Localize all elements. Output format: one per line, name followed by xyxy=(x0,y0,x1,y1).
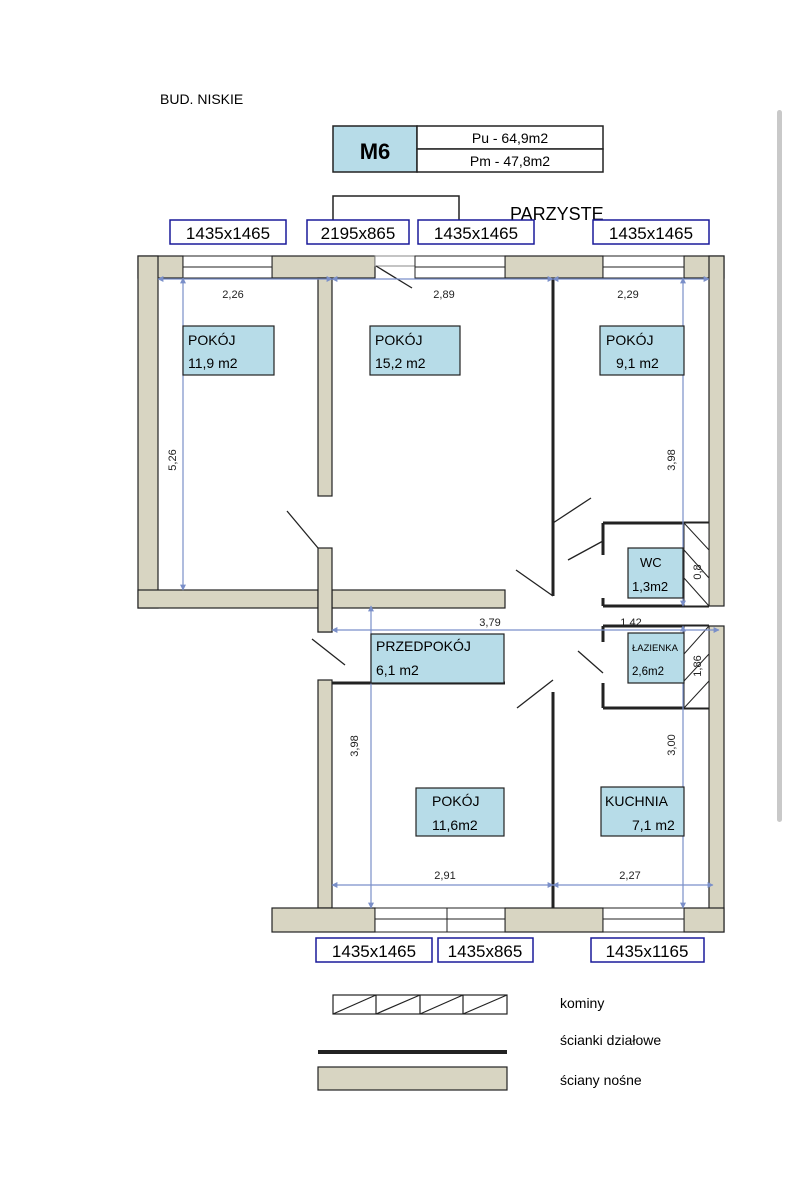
room-area: 11,9 m2 xyxy=(188,355,238,371)
dimension-label: 2,27 xyxy=(619,870,640,882)
room-area: 6,1 m2 xyxy=(376,662,419,678)
room-label: POKÓJ 11,6m2 xyxy=(415,787,505,837)
room-labels: POKÓJ 11,9 m2 POKÓJ 15,2 m2 POKÓJ 9,1 m2… xyxy=(182,325,685,837)
room-label: POKÓJ 15,2 m2 xyxy=(369,325,461,376)
room-name: POKÓJ xyxy=(432,793,479,809)
unit-id: M6 xyxy=(360,139,391,164)
window-size-label: 1435x1465 xyxy=(186,224,270,243)
unit-id-box xyxy=(332,125,418,173)
room-label: KUCHNIA 7,1 m2 xyxy=(600,786,685,837)
dimension-label: 3,00 xyxy=(666,734,678,755)
window-size-label: 1435x1465 xyxy=(434,224,518,243)
window-size-label: 2195x865 xyxy=(321,224,396,243)
room-area: 9,1 m2 xyxy=(616,355,659,371)
dimension-label: 1,42 xyxy=(620,617,641,629)
room-area: 11,6m2 xyxy=(432,817,478,833)
room-label: POKÓJ 9,1 m2 xyxy=(599,325,685,376)
dimension-label: 3,98 xyxy=(666,449,678,470)
dimension-labels: 2,26 2,89 2,29 5,26 3,98 0,8 3,79 1,42 1… xyxy=(167,289,704,882)
room-area: 1,3m2 xyxy=(632,579,668,594)
room-name: POKÓJ xyxy=(188,332,235,348)
room-name: POKÓJ xyxy=(375,332,422,348)
window-openings xyxy=(182,255,685,933)
legend-chimney-swatch xyxy=(332,994,508,1015)
room-area: 2,6m2 xyxy=(632,666,664,678)
window-size-label: 1435x1165 xyxy=(606,942,689,961)
window-size-label: 1435x1465 xyxy=(609,224,693,243)
room-label: PRZEDPOKÓJ 6,1 m2 xyxy=(370,633,505,684)
legend-load-bearing-label: ściany nośne xyxy=(560,1072,642,1088)
room-name: KUCHNIA xyxy=(605,793,669,809)
legend-partition-label: ścianki działowe xyxy=(560,1032,661,1048)
room-area: 7,1 m2 xyxy=(632,817,675,833)
room-label: ŁAZIENKA 2,6m2 xyxy=(627,632,685,684)
dimension-label: 2,91 xyxy=(434,870,455,882)
legend-partition-swatch xyxy=(318,1050,507,1054)
living-area: Pm - 47,8m2 xyxy=(470,153,550,169)
dimension-label: 2,29 xyxy=(617,289,638,301)
load-bearing-walls xyxy=(137,255,725,933)
chimney-blocks xyxy=(683,522,710,709)
legend-chimneys-label: kominy xyxy=(560,995,604,1011)
room-name: POKÓJ xyxy=(606,332,653,348)
room-area: 15,2 m2 xyxy=(375,355,426,371)
dimension-label: 3,79 xyxy=(479,617,500,629)
dimension-label: 5,26 xyxy=(167,449,179,470)
legend: kominy ścianki działowe ściany nośne xyxy=(317,994,661,1091)
orientation-label: PARZYSTE xyxy=(510,204,604,224)
balcony-outline xyxy=(332,195,460,220)
dimension-label: 0,8 xyxy=(692,564,704,579)
room-name: WC xyxy=(640,555,662,570)
legend-load-bearing-swatch xyxy=(317,1066,508,1091)
dimension-label: 2,89 xyxy=(433,289,454,301)
bottom-window-labels: 1435x1465 1435x865 1435x1165 xyxy=(315,937,705,963)
window-size-label: 1435x1465 xyxy=(332,942,416,961)
vertical-scrollbar[interactable] xyxy=(777,110,782,822)
window-size-label: 1435x865 xyxy=(448,942,523,961)
top-window-labels: 1435x1465 2195x865 1435x1465 1435x1465 xyxy=(169,219,710,245)
room-label: WC 1,3m2 xyxy=(627,547,684,599)
usable-area: Pu - 64,9m2 xyxy=(472,130,548,146)
room-name: ŁAZIENKA xyxy=(632,643,679,654)
dimension-label: 1,86 xyxy=(692,655,704,676)
room-label: POKÓJ 11,9 m2 xyxy=(182,325,275,376)
dimension-label: 3,98 xyxy=(349,735,361,756)
room-name: PRZEDPOKÓJ xyxy=(376,638,471,654)
dimension-label: 2,26 xyxy=(222,289,243,301)
unit-summary: M6 Pu - 64,9m2 Pm - 47,8m2 xyxy=(332,125,604,173)
building-type-label: BUD. NISKIE xyxy=(160,91,243,107)
